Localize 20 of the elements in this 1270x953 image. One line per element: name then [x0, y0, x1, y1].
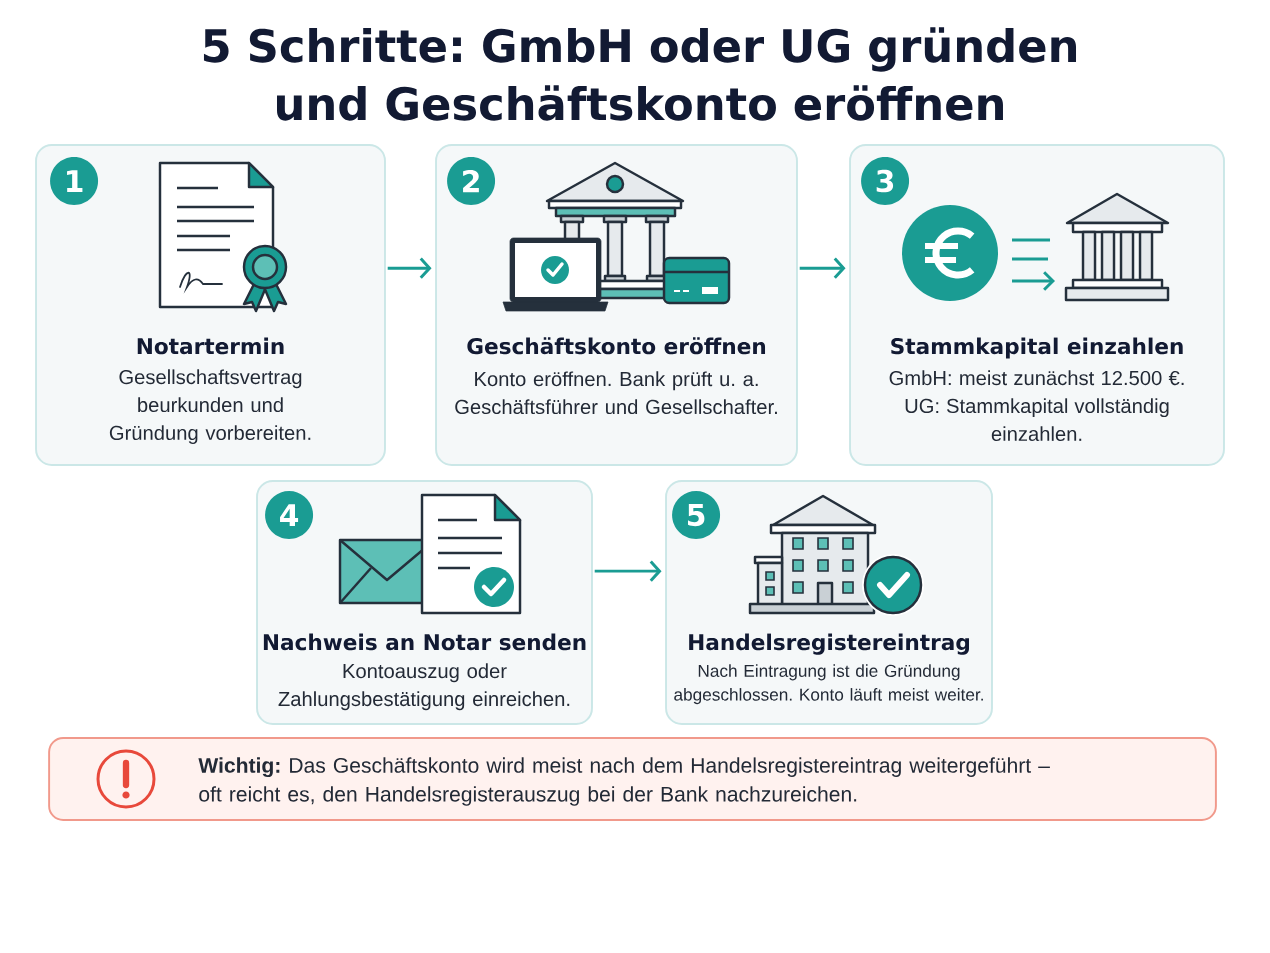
step-heading: Stammkapital einzahlen	[891, 337, 1183, 359]
step-description: Nach Eintragung ist die Gründung abgeschlossen. Konto läuft meist weiter.	[674, 664, 983, 705]
number-badge: 4	[265, 491, 314, 540]
title: 5 Schritte: GmbH oder UG gründen und Geschäftskonto eröffnen	[203, 27, 1076, 121]
step-heading: Nachweis an Notar senden	[263, 633, 586, 651]
step-heading: Geschäftskonto eröffnen	[467, 337, 765, 355]
step-description: Kontoauszug oder Zahlungsbestätigung einreichen.	[278, 663, 570, 711]
note-text: Wichtig: Das Geschäftskonto wird meist nach dem Handelsregistereintrag weitergeführt – oft reicht es, den Handelsregisterauszug bei der Bank nachzureichen.	[198, 757, 1050, 806]
number-badge: 2	[447, 157, 496, 206]
number-badge: 5	[672, 491, 721, 540]
number-badge: 1	[50, 157, 99, 206]
arrow	[594, 560, 662, 582]
step-description: Konto eröffnen. Bank prüft u. a. Geschäftsführer und Gesellschafter.	[455, 371, 777, 415]
arrow	[387, 257, 432, 279]
step-description: Gesellschaftsvertrag beurkunden und Gründung vorbereiten.	[109, 369, 311, 445]
step-heading: Handelsregistereintrag	[689, 633, 969, 655]
step-heading: Notartermin	[137, 337, 284, 355]
step-description: GmbH: meist zunächst 12.500 €. UG: Stammkapital vollständig einzahlen.	[889, 370, 1184, 442]
arrow	[799, 257, 846, 279]
number-badge: 3	[861, 157, 910, 206]
